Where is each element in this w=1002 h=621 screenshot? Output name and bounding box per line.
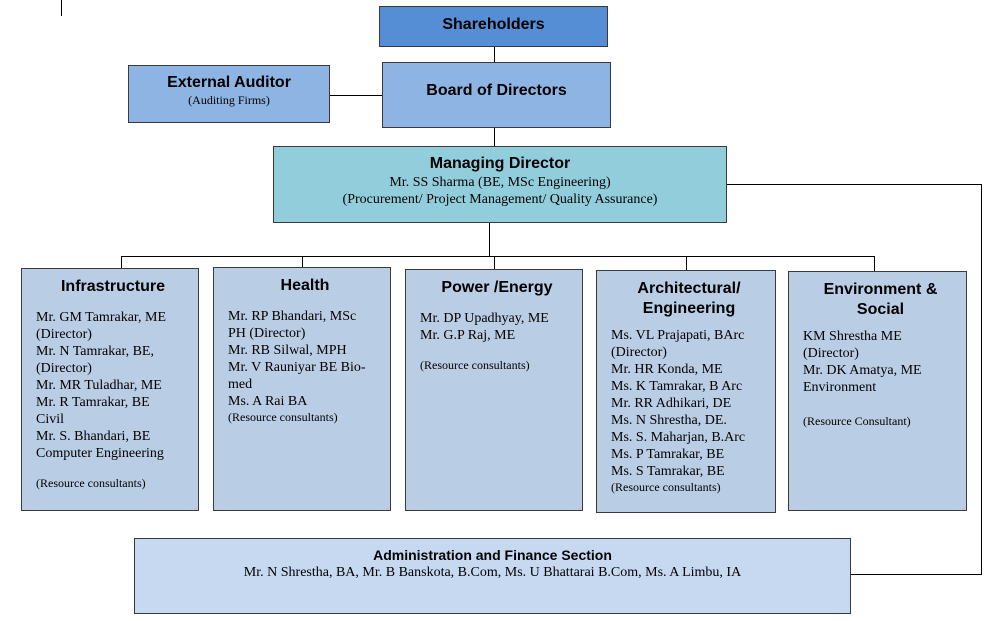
connector-health-drop (302, 256, 303, 268)
staff-line: (Director) (611, 345, 667, 360)
admin-finance-staff: Mr. N Shrestha, BA, Mr. B Banskota, B.Co… (243, 565, 742, 580)
admin-finance-box: Administration and Finance Section Mr. N… (134, 538, 851, 614)
staff-line: Mr. HR Konda, ME (611, 362, 723, 377)
connector-md-right (726, 184, 981, 185)
connector-arch-drop (686, 256, 687, 271)
staff-line: (Director) (803, 346, 859, 361)
dept-title: Environment & Social (823, 281, 938, 318)
staff-line: Ms. K Tamrakar, B Arc (611, 379, 743, 394)
staff-line: Ms. N Shrestha, DE. (611, 413, 727, 428)
connector-infra-drop (121, 256, 122, 269)
dept-note: (Resource consultants) (36, 476, 146, 490)
staff-line: (Director) (36, 361, 92, 376)
dept-title: Power /Energy (441, 279, 553, 296)
auditor-subtitle: (Auditing Firms) (188, 93, 270, 107)
staff-line: Mr. DP Upadhyay, ME (420, 311, 549, 326)
board-title: Board of Directors (426, 82, 567, 99)
shareholders-box: Shareholders (379, 6, 608, 47)
dept-health: Health Mr. RP Bhandari, MSc PH (Director… (213, 267, 391, 511)
staff-line: Mr. RB Silwal, MPH (228, 343, 347, 358)
staff-line: Mr. G.P Raj, ME (420, 328, 516, 343)
staff-line: Environment (803, 380, 877, 395)
staff-line: Ms. S Tamrakar, BE (611, 464, 725, 479)
auditor-box: External Auditor (Auditing Firms) (128, 65, 330, 123)
managing-director-roles: (Procurement/ Project Management/ Qualit… (342, 192, 658, 207)
connector-shareholders-board (494, 46, 495, 63)
connector-right-vertical (981, 184, 982, 575)
board-box: Board of Directors (382, 62, 611, 128)
dept-note: (Resource consultants) (420, 358, 530, 372)
staff-line: Mr. DK Amatya, ME (803, 363, 922, 378)
staff-line: med (228, 377, 253, 392)
staff-line: Ms. A Rai BA (228, 394, 308, 409)
dept-power-energy: Power /Energy Mr. DP Upadhyay, ME Mr. G.… (405, 269, 583, 511)
staff-line: Mr. S. Bhandari, BE (36, 429, 151, 444)
managing-director-box: Managing Director Mr. SS Sharma (BE, MSc… (273, 146, 727, 223)
staff-line: Mr. RP Bhandari, MSc (228, 309, 357, 324)
auditor-title: External Auditor (167, 74, 291, 91)
connector-board-md (494, 127, 495, 147)
dept-infrastructure: Infrastructure Mr. GM Tamrakar, ME (Dire… (21, 268, 199, 511)
staff-line: Mr. RR Adhikari, DE (611, 396, 732, 411)
cursor-mark (61, 0, 62, 16)
admin-finance-title: Administration and Finance Section (373, 547, 612, 563)
dept-note: (Resource consultants) (228, 410, 338, 424)
staff-line: (Director) (36, 327, 92, 342)
dept-title: Infrastructure (60, 278, 166, 295)
staff-line: Ms. S. Maharjan, B.Arc (611, 430, 746, 445)
connector-md-down (489, 222, 490, 257)
staff-line: Ms. VL Prajapati, BArc (611, 328, 745, 343)
managing-director-name: Mr. SS Sharma (BE, MSc Engineering) (389, 175, 611, 190)
dept-title: Health (280, 277, 330, 294)
dept-note: (Resource Consultant) (803, 414, 911, 428)
connector-power-drop (494, 256, 495, 270)
staff-line: PH (Director) (228, 326, 306, 341)
dept-architectural-engineering: Architectural/ Engineering Ms. VL Prajap… (596, 270, 776, 513)
staff-line: Mr. N Tamrakar, BE, (36, 344, 154, 359)
connector-dept-bus (121, 256, 874, 257)
connector-auditor-board (329, 95, 382, 96)
connector-admin-right (850, 574, 982, 575)
staff-line: Civil (36, 412, 65, 427)
staff-line: Mr. GM Tamrakar, ME (36, 310, 167, 325)
connector-env-drop (874, 256, 875, 272)
staff-line: Mr. MR Tuladhar, ME (36, 378, 162, 393)
dept-title: Architectural/ Engineering (637, 280, 741, 317)
staff-line: Ms. P Tamrakar, BE (611, 447, 725, 462)
managing-director-title: Managing Director (429, 155, 571, 172)
staff-line: Mr. V Rauniyar BE Bio- (228, 360, 366, 375)
dept-note: (Resource consultants) (611, 480, 721, 494)
staff-line: Mr. R Tamrakar, BE (36, 395, 150, 410)
staff-line: KM Shrestha ME (803, 329, 902, 344)
shareholders-title: Shareholders (442, 16, 545, 33)
dept-environment-social: Environment & Social KM Shrestha ME (Dir… (788, 271, 967, 511)
staff-line: Computer Engineering (36, 446, 164, 461)
